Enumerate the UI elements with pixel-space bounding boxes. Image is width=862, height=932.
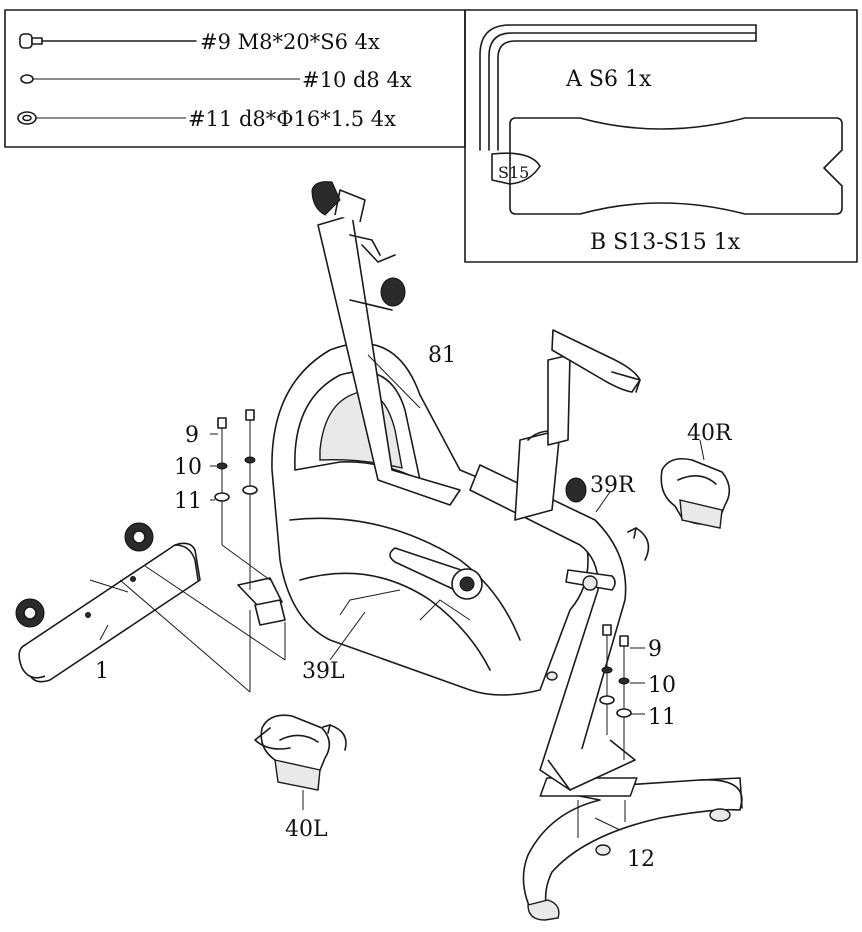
leader-12 <box>594 817 621 831</box>
callout-front-stabilizer: 1 <box>95 659 109 684</box>
flat-washer-11-icon <box>17 111 186 125</box>
tools-panel: A S6 1x S15 B S13-S15 1x <box>464 9 858 263</box>
front-hardware-stack <box>89 409 286 693</box>
right-rotation-arrow <box>635 527 650 561</box>
callout-bolt-b: 9 <box>648 637 662 662</box>
callout-rear-stabilizer: 12 <box>627 847 655 872</box>
callout-flat-washer-a: 11 <box>174 489 202 514</box>
leader-39L <box>329 611 366 661</box>
callout-crank-right: 39R <box>590 473 636 498</box>
callout-washer-a: 10 <box>174 455 202 480</box>
leader-39R <box>595 491 611 513</box>
seat-post <box>514 329 641 521</box>
leader-1 <box>99 624 109 641</box>
right-arrow-head <box>627 527 637 539</box>
spring-washer-10-icon <box>20 74 300 84</box>
rear-hardware-stack <box>577 624 632 838</box>
left-pedal <box>254 714 331 791</box>
wrench-label: B S13-S15 1x <box>590 230 741 255</box>
callout-bolt-a: 9 <box>185 423 199 448</box>
left-crank <box>389 547 483 600</box>
leader-40R <box>699 439 705 461</box>
right-crank <box>565 569 616 591</box>
callout-pedal-left: 40L <box>285 817 328 842</box>
allen-key-icon <box>479 24 757 151</box>
callout-pedal-right: 40R <box>687 421 733 446</box>
hardware-10-text: #10 d8 4x <box>302 68 412 92</box>
hardware-11-text: #11 d8*Φ16*1.5 4x <box>188 107 396 131</box>
front-stabilizer <box>15 522 201 683</box>
callout-washer-b: 10 <box>648 673 676 698</box>
front-mount-bracket <box>237 577 286 626</box>
right-pedal <box>660 457 731 529</box>
bolt-9-icon <box>19 33 197 49</box>
main-frame <box>469 464 636 791</box>
hardware-pack-panel: #9 M8*20*S6 4x #10 d8 4x #11 d8*Φ16*1.5 … <box>4 9 466 148</box>
tools-panel-border <box>464 9 858 263</box>
hardware-9-text: #9 M8*20*S6 4x <box>200 30 380 54</box>
left-arrow-head <box>322 724 331 734</box>
wrench-icon <box>491 117 843 215</box>
leader-81 <box>367 354 421 409</box>
callout-crank-left: 39L <box>302 659 345 684</box>
callout-frame: 81 <box>428 343 456 368</box>
callout-flat-washer-b: 11 <box>648 705 676 730</box>
wrench-size-label: S15 <box>498 163 529 182</box>
handlebar-stem <box>311 181 461 506</box>
left-rotation-arrow <box>329 724 347 751</box>
bike-assembly-drawing: 81 1 12 39L 39R 40L 40R 9 10 11 9 10 11 <box>15 181 743 921</box>
allen-key-label: A S6 1x <box>565 67 652 92</box>
